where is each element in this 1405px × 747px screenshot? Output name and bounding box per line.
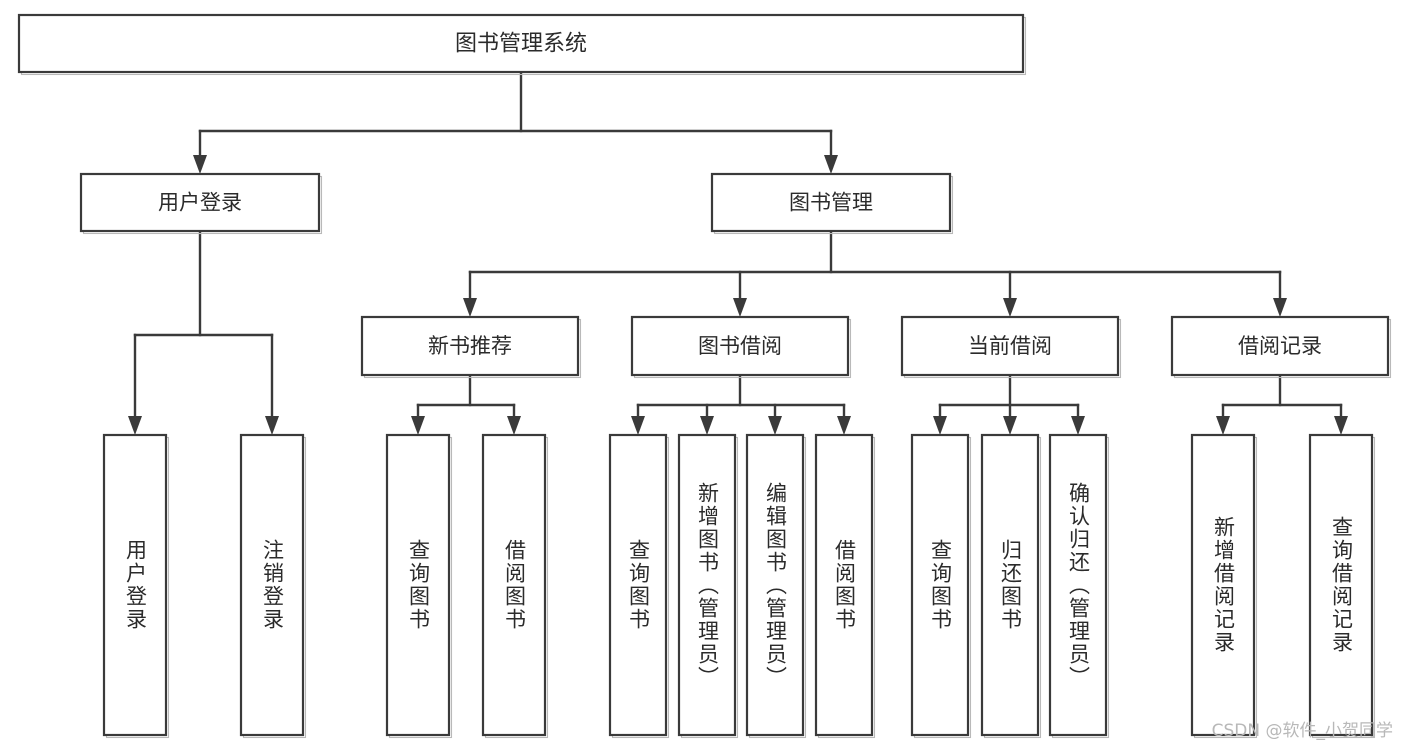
node-box-query-book-1[interactable] bbox=[385, 433, 453, 739]
node-label-book-borrow: 图书借阅 bbox=[698, 334, 782, 358]
arrow-head-icon bbox=[700, 416, 714, 435]
node-box-borrow-book-1[interactable] bbox=[481, 433, 549, 739]
node-label-user-login: 用户登录 bbox=[158, 191, 242, 215]
arrow-head-icon bbox=[837, 416, 851, 435]
node-box-add-book-admin[interactable] bbox=[677, 433, 739, 739]
arrow-head-icon bbox=[411, 416, 425, 435]
node-box-new-book-recommend[interactable] bbox=[360, 315, 582, 379]
arrow-head-icon bbox=[265, 416, 279, 435]
arrow-head-icon bbox=[507, 416, 521, 435]
node-box-user-login[interactable] bbox=[79, 172, 323, 235]
node-box-user-login-leaf[interactable] bbox=[102, 433, 170, 739]
arrow-head-icon bbox=[1216, 416, 1230, 435]
node-box-query-borrow-record[interactable] bbox=[1308, 433, 1376, 739]
node-box-book-borrow[interactable] bbox=[630, 315, 852, 379]
node-box-query-book-3[interactable] bbox=[910, 433, 972, 739]
node-box-current-borrow[interactable] bbox=[900, 315, 1122, 379]
node-box-borrow-record[interactable] bbox=[1170, 315, 1392, 379]
arrow-head-icon bbox=[768, 416, 782, 435]
arrow-head-icon bbox=[1273, 298, 1287, 317]
arrow-head-icon bbox=[824, 155, 838, 174]
arrow-head-icon bbox=[1071, 416, 1085, 435]
arrow-head-icon bbox=[933, 416, 947, 435]
arrow-head-icon bbox=[463, 298, 477, 317]
arrow-head-icon bbox=[631, 416, 645, 435]
arrow-head-icon bbox=[128, 416, 142, 435]
node-box-user-logout-leaf[interactable] bbox=[239, 433, 307, 739]
node-box-edit-book-admin[interactable] bbox=[745, 433, 807, 739]
arrow-head-icon bbox=[1003, 416, 1017, 435]
node-box-borrow-book-2[interactable] bbox=[814, 433, 876, 739]
node-label-book-management: 图书管理 bbox=[789, 191, 873, 215]
node-box-query-book-2[interactable] bbox=[608, 433, 670, 739]
node-label-borrow-record: 借阅记录 bbox=[1238, 334, 1322, 358]
node-box-confirm-return-admin[interactable] bbox=[1048, 433, 1110, 739]
arrow-head-icon bbox=[1003, 298, 1017, 317]
arrow-head-icon bbox=[733, 298, 747, 317]
node-label-new-book-recommend: 新书推荐 bbox=[428, 334, 512, 358]
connectors-layer bbox=[128, 70, 1348, 435]
boxes-layer bbox=[17, 13, 1392, 739]
node-label-root: 图书管理系统 bbox=[455, 32, 587, 57]
csdn-watermark: CSDN @软件_小贺同学 bbox=[1211, 721, 1393, 741]
node-box-book-management[interactable] bbox=[710, 172, 954, 235]
node-box-add-borrow-record[interactable] bbox=[1190, 433, 1258, 739]
arrow-head-icon bbox=[1334, 416, 1348, 435]
node-box-root[interactable] bbox=[17, 13, 1027, 76]
node-box-return-book[interactable] bbox=[980, 433, 1042, 739]
node-label-current-borrow: 当前借阅 bbox=[968, 334, 1052, 358]
arrow-head-icon bbox=[193, 155, 207, 174]
